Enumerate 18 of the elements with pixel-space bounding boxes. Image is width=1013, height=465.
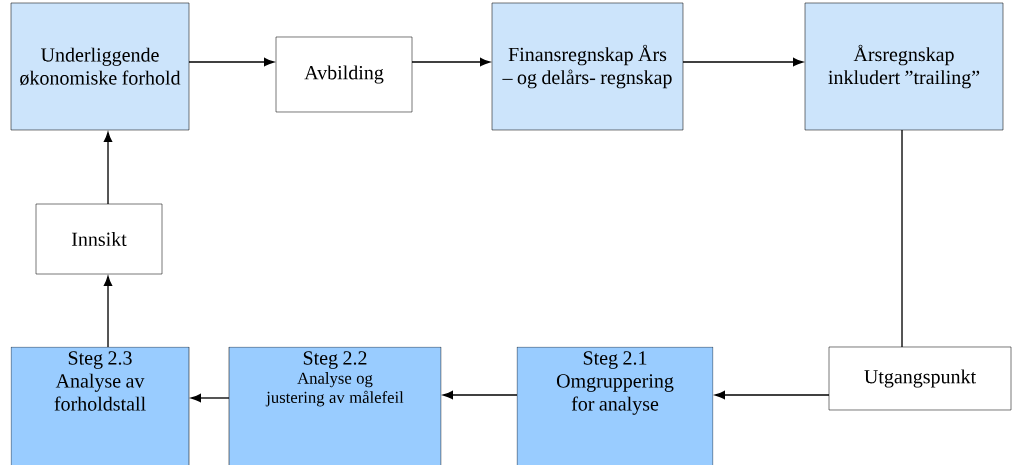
process-box: Innsikt — [35, 203, 163, 275]
process-box: Årsregnskap inkludert ”trailing” — [804, 2, 1004, 131]
process-box: Steg 2.1 Omgruppering for analyse — [516, 346, 714, 465]
arrow — [715, 390, 830, 400]
arrow — [191, 393, 230, 403]
process-box: Utgangspunkt — [828, 346, 1012, 411]
arrow — [103, 276, 113, 348]
arrow — [443, 390, 518, 400]
process-box: Underliggende økonomiske forhold — [10, 2, 190, 131]
process-box: Finansregnskap Års – og delårs- regnskap — [491, 2, 684, 131]
arrow — [188, 57, 274, 67]
arrow — [103, 132, 113, 205]
process-box: Avbilding — [275, 36, 413, 113]
connector-line — [901, 129, 903, 348]
process-box: Steg 2.3 Analyse av forholdstall — [10, 346, 190, 465]
arrow — [682, 57, 803, 67]
arrow — [411, 57, 490, 67]
process-box: Steg 2.2 Analyse og justering av målefeil — [228, 346, 442, 465]
